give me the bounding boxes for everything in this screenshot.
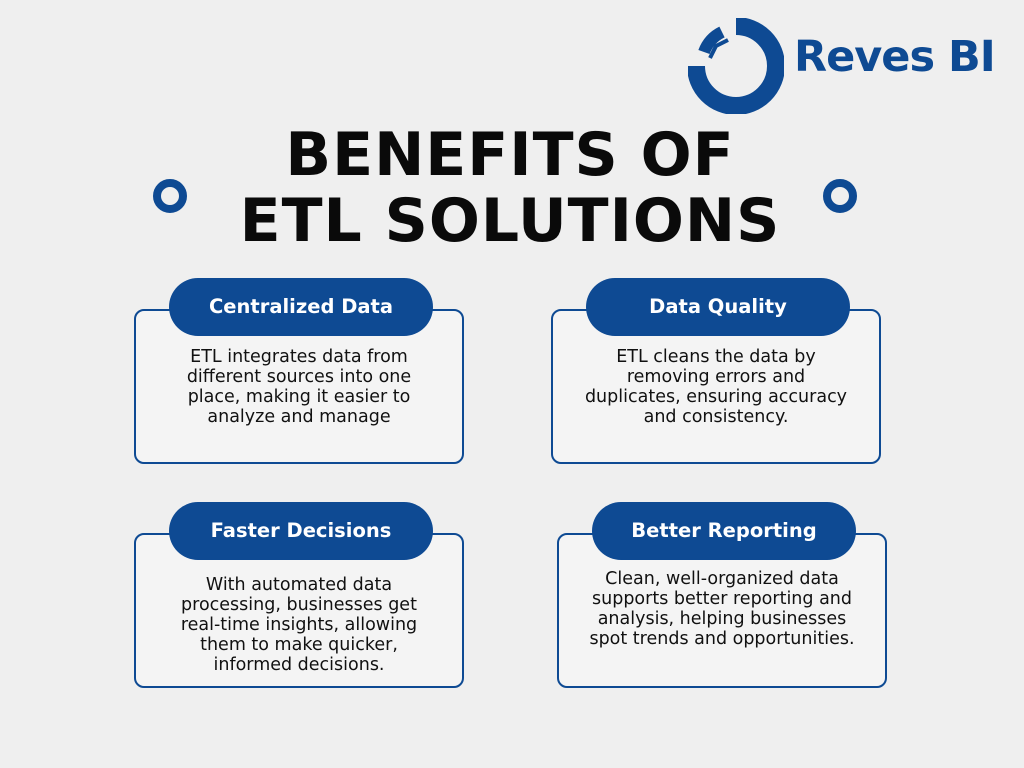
benefit-card-heading: Faster Decisions — [169, 502, 433, 560]
benefit-card-heading: Better Reporting — [592, 502, 856, 560]
donut-chart-logo-icon — [688, 18, 784, 114]
left-ring-icon — [153, 179, 187, 213]
page-title: BENEFITS OF ETL SOLUTIONS — [180, 122, 840, 254]
benefit-card-heading: Data Quality — [586, 278, 850, 336]
brand-name: Reves BI — [794, 32, 996, 82]
brand-logo: Reves BI — [688, 18, 1008, 114]
title-line-1: BENEFITS OF — [285, 120, 735, 190]
benefit-card-heading: Centralized Data — [169, 278, 433, 336]
benefit-card-description: With automated data processing, business… — [180, 575, 418, 675]
benefit-card-description: Clean, well-organized data supports bett… — [589, 569, 855, 649]
benefit-card-description: ETL integrates data from different sourc… — [186, 347, 412, 427]
benefit-card-description: ETL cleans the data by removing errors a… — [584, 347, 848, 427]
title-line-2: ETL SOLUTIONS — [239, 186, 781, 256]
right-ring-icon — [823, 179, 857, 213]
